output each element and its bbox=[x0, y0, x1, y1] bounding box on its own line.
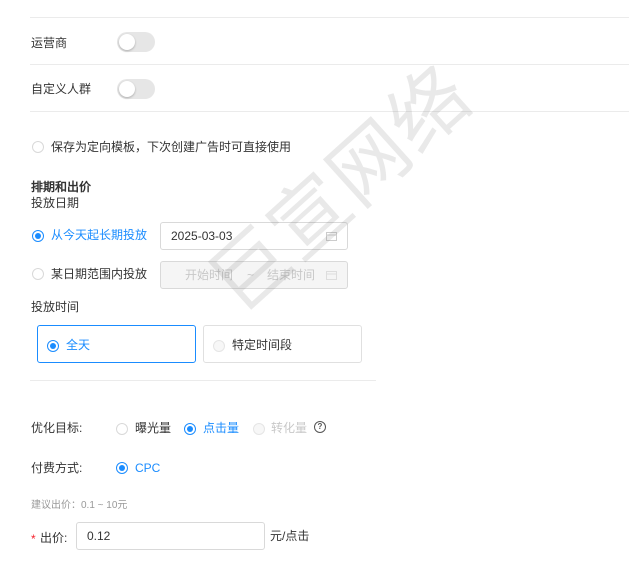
operator-switch[interactable] bbox=[117, 32, 155, 52]
question-circle-icon[interactable]: ? bbox=[314, 421, 326, 433]
divider-top bbox=[30, 17, 629, 18]
range-separator: ~ bbox=[247, 268, 255, 282]
all-day-label: 全天 bbox=[66, 338, 91, 352]
specific-time-option[interactable]: 特定时间段 bbox=[203, 325, 362, 363]
bid-suggestion: 建议出价：0.1 ~ 10元 bbox=[31, 500, 128, 511]
conversion-radio bbox=[253, 423, 265, 435]
long-term-label[interactable]: 从今天起长期投放 bbox=[51, 228, 148, 242]
click-label[interactable]: 点击量 bbox=[203, 421, 240, 435]
bid-value: 0.12 bbox=[87, 529, 111, 543]
specific-time-label: 特定时间段 bbox=[232, 338, 293, 352]
bid-label: 出价: bbox=[40, 531, 68, 545]
start-date-input[interactable]: 2025-03-03 bbox=[160, 222, 348, 250]
optimization-label: 优化目标: bbox=[31, 421, 83, 435]
date-range-input: 开始时间 ~ 结束时间 bbox=[160, 261, 348, 289]
start-date-value: 2025-03-03 bbox=[171, 229, 233, 243]
operator-label: 运营商 bbox=[31, 36, 68, 50]
save-template-checkbox[interactable] bbox=[32, 141, 44, 153]
range-start-placeholder: 开始时间 bbox=[185, 268, 234, 282]
cpc-label[interactable]: CPC bbox=[135, 461, 161, 475]
impression-radio[interactable] bbox=[116, 423, 128, 435]
bid-input[interactable]: 0.12 bbox=[76, 522, 265, 550]
all-day-radio[interactable] bbox=[47, 340, 59, 352]
date-range-label[interactable]: 某日期范围内投放 bbox=[51, 267, 148, 281]
custom-audience-label: 自定义人群 bbox=[31, 82, 92, 96]
payment-label: 付费方式: bbox=[31, 461, 83, 475]
calendar-icon bbox=[326, 271, 337, 280]
schedule-section-title: 排期和出价 bbox=[31, 180, 92, 194]
long-term-radio[interactable] bbox=[32, 230, 44, 242]
all-day-option[interactable]: 全天 bbox=[37, 325, 196, 363]
save-template-label[interactable]: 保存为定向模板，下次创建广告时可直接使用 bbox=[51, 140, 292, 154]
specific-time-radio[interactable] bbox=[213, 340, 225, 352]
switch-knob bbox=[119, 34, 135, 50]
divider-schedule bbox=[30, 380, 376, 381]
bid-unit: 元/点击 bbox=[270, 529, 310, 543]
custom-audience-switch[interactable] bbox=[117, 79, 155, 99]
range-end-placeholder: 结束时间 bbox=[267, 268, 316, 282]
schedule-date-label: 投放日期 bbox=[31, 196, 80, 210]
date-range-radio[interactable] bbox=[32, 268, 44, 280]
conversion-label: 转化量 bbox=[271, 421, 308, 435]
required-mark: * bbox=[31, 532, 36, 546]
time-label: 投放时间 bbox=[31, 300, 80, 314]
switch-knob bbox=[119, 81, 135, 97]
divider-operator bbox=[30, 64, 629, 65]
impression-label[interactable]: 曝光量 bbox=[135, 421, 172, 435]
cpc-radio[interactable] bbox=[116, 462, 128, 474]
divider-audience bbox=[30, 111, 629, 112]
click-radio[interactable] bbox=[184, 423, 196, 435]
calendar-icon bbox=[326, 232, 337, 241]
